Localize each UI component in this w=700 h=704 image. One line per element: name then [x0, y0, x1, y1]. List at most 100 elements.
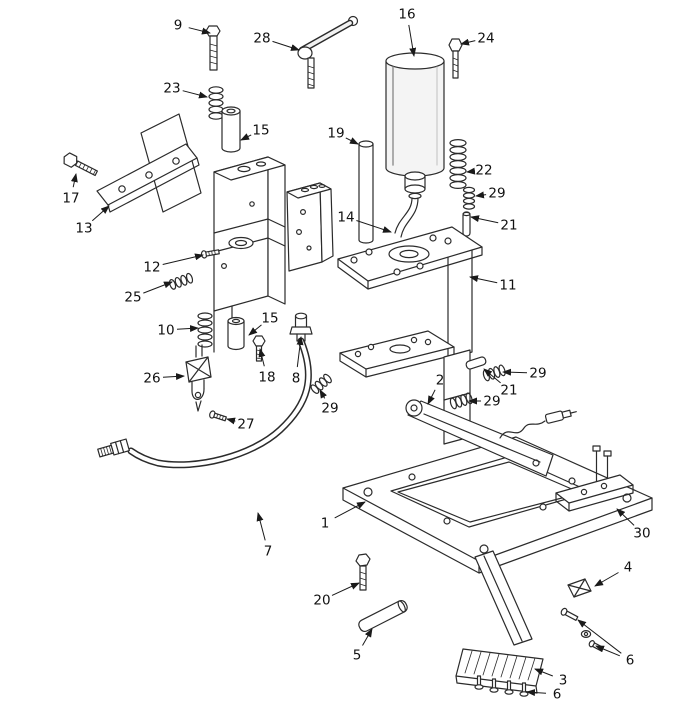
callout-4: 4: [594, 560, 633, 587]
callout-29: 29: [319, 389, 339, 417]
leader-line: [256, 512, 266, 541]
callout-label: 24: [477, 31, 494, 47]
part-bolt-24: [448, 38, 463, 79]
leader-line: [595, 645, 620, 657]
callout-label: 10: [157, 323, 174, 339]
part-base-frame-1: [342, 436, 653, 574]
callout-30: 30: [616, 508, 651, 542]
part-spring-23: [208, 86, 224, 120]
callout-label: 7: [264, 544, 273, 560]
callout-12: 12: [143, 253, 204, 276]
part-block-right: [286, 182, 334, 272]
callout-28: 28: [253, 31, 300, 51]
part-bolt-20: [355, 553, 371, 591]
callout-18: 18: [258, 348, 276, 386]
callout-label: 4: [624, 560, 633, 576]
leader-line: [162, 253, 204, 265]
callout-label: 8: [292, 371, 301, 387]
leader-line: [240, 133, 252, 141]
leader-line: [526, 689, 547, 697]
part-cable-lead: [499, 409, 577, 439]
part-pedal-3: [455, 648, 544, 694]
leader-line: [408, 24, 417, 57]
leader-line: [176, 325, 199, 332]
callout-16: 16: [398, 7, 417, 57]
leader-line: [362, 628, 373, 646]
callout-19: 19: [327, 126, 359, 145]
leader-line: [248, 324, 262, 336]
part-pin-21-lower: [465, 356, 487, 370]
part-spring-22: [449, 139, 467, 190]
leader-line: [334, 501, 366, 519]
callout-24: 24: [460, 31, 495, 47]
leader-line: [296, 336, 304, 368]
callout-label: 29: [321, 401, 338, 417]
callout-label: 16: [398, 7, 415, 23]
leader-line: [272, 40, 300, 51]
callout-label: 19: [327, 126, 344, 142]
callout-label: 29: [483, 394, 500, 410]
callout-label: 1: [321, 516, 330, 532]
callout-label: 3: [559, 673, 568, 689]
callout-6: 6: [577, 619, 635, 669]
part-arm-2: [405, 399, 554, 477]
callout-label: 9: [174, 18, 183, 34]
callout-label: 15: [261, 311, 278, 327]
part-fitting-8: [289, 312, 313, 342]
callout-label: 18: [258, 370, 275, 386]
callout-label: 27: [237, 417, 254, 433]
callout-10: 10: [157, 323, 199, 339]
leader-line: [162, 373, 185, 380]
leader-line: [91, 205, 110, 222]
callout-label: 28: [253, 31, 270, 47]
machine-artwork: [63, 15, 653, 697]
callout-label: 6: [626, 653, 635, 669]
leader-line: [226, 417, 236, 425]
callout-label: 14: [337, 210, 354, 226]
callout-9: 9: [174, 18, 211, 35]
leader-line: [469, 275, 498, 284]
callout-label: 15: [252, 123, 269, 139]
callout-25: 25: [124, 281, 173, 306]
leader-line: [331, 582, 360, 596]
callout-29: 29: [468, 394, 501, 410]
callout-label: 17: [62, 191, 79, 207]
callout-27: 27: [226, 417, 255, 433]
part-pin-5: [358, 599, 408, 633]
callout-7: 7: [256, 512, 273, 560]
part-screws-6-right: [560, 607, 604, 652]
part-bolt-18: [252, 335, 266, 362]
callout-label: 23: [163, 81, 180, 97]
part-pedal-arm: [474, 550, 533, 646]
callout-15: 15: [248, 311, 279, 336]
part-pin-21-upper: [462, 211, 471, 237]
callout-3: 3: [534, 668, 568, 689]
part-hose-7: [97, 337, 312, 469]
callout-layer: 9 28 16 24 23 15 19 22 17 29 1 3 21 14 12 11 25 10 15 18 8 2 6…: [62, 7, 651, 703]
part-cylinder-16: [385, 52, 445, 238]
leader-line: [188, 27, 211, 35]
callout-label: 2: [436, 373, 445, 389]
callout-14: 14: [337, 210, 392, 233]
leader-line: [356, 220, 392, 233]
part-spring-25: [169, 272, 194, 290]
callout-label: 5: [353, 648, 362, 664]
leader-line: [534, 668, 553, 677]
part-handle-28: [297, 15, 359, 89]
callout-15: 15: [240, 123, 270, 141]
callout-label: 30: [633, 526, 650, 542]
part-bolt-17: [63, 152, 98, 177]
leader-line: [427, 389, 436, 405]
leader-line: [70, 173, 78, 188]
callout-11: 11: [469, 275, 517, 294]
callout-23: 23: [163, 81, 208, 99]
callout-label: 22: [475, 163, 492, 179]
callout-label: 12: [143, 260, 160, 276]
leader-line: [143, 281, 173, 294]
callout-22: 22: [466, 163, 493, 179]
leader-line: [460, 38, 476, 46]
leader-line: [616, 508, 635, 526]
callout-label: 21: [500, 383, 517, 399]
